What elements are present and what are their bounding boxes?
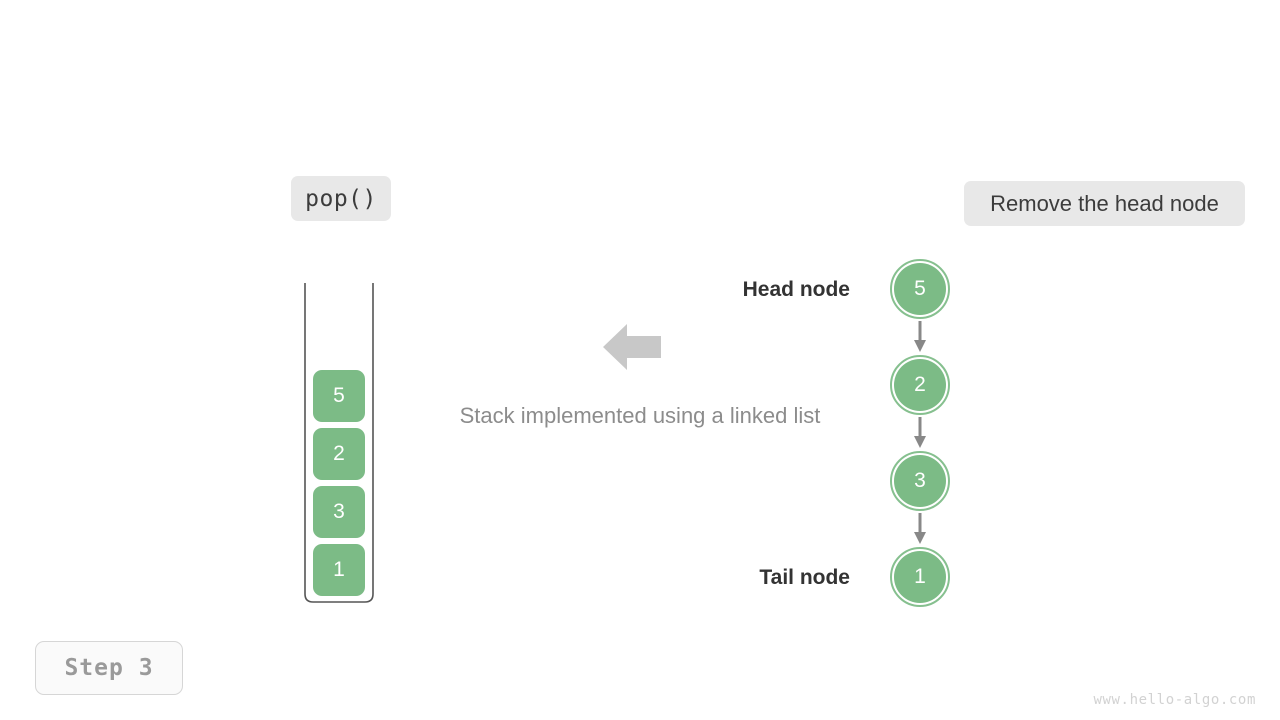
- operation-chip-label: pop(): [305, 185, 377, 212]
- stack-container-outline: [304, 283, 374, 603]
- tail-node-label: Tail node: [705, 566, 850, 590]
- stack-diagram: 5 2 3 1: [304, 283, 374, 603]
- link-arrow-icon: [914, 513, 926, 544]
- step-badge-label: Step 3: [64, 655, 154, 681]
- node-outer-ring: [890, 451, 950, 511]
- step-badge: Step 3: [35, 641, 183, 695]
- stack-cell-value: 5: [333, 384, 345, 407]
- node-value: 5: [914, 277, 926, 300]
- link-arrow-icon: [914, 417, 926, 448]
- stack-cell: 2: [313, 428, 365, 480]
- head-node-label-text: Head node: [742, 278, 850, 301]
- stack-cell-value: 2: [333, 442, 345, 465]
- stack-container-path: [304, 283, 374, 603]
- list-node: 1: [890, 547, 950, 607]
- stack-cell: 3: [313, 486, 365, 538]
- stack-cell-value: 3: [333, 500, 345, 523]
- node-value: 2: [914, 373, 926, 396]
- diagram-caption: Stack implemented using a linked list: [0, 403, 1280, 429]
- node-outer-ring: [890, 547, 950, 607]
- node-inner-fill: [894, 455, 946, 507]
- node-outer-ring: [890, 355, 950, 415]
- stack-cell: 1: [313, 544, 365, 596]
- stack-cell-list: 5 2 3 1: [313, 370, 365, 596]
- head-node-label: Head node: [695, 278, 850, 302]
- node-inner-fill: [894, 263, 946, 315]
- diagram-caption-text: Stack implemented using a linked list: [459, 403, 821, 428]
- node-inner-fill: [894, 359, 946, 411]
- stack-cell: 5: [313, 370, 365, 422]
- tail-node-label-text: Tail node: [759, 566, 850, 589]
- action-chip-label: Remove the head node: [990, 190, 1219, 216]
- stack-cell-value: 1: [333, 558, 345, 581]
- node-value: 1: [914, 565, 926, 588]
- linked-list-diagram: Head node Tail node 5 2 3 1: [743, 250, 980, 620]
- watermark: www.hello-algo.com: [1093, 692, 1256, 708]
- list-node: 3: [890, 451, 950, 511]
- watermark-text: www.hello-algo.com: [1093, 692, 1256, 708]
- list-node: 2: [890, 355, 950, 415]
- link-arrow-icon: [914, 321, 926, 352]
- action-chip: Remove the head node: [964, 181, 1245, 226]
- node-value: 3: [914, 469, 926, 492]
- node-inner-fill: [894, 551, 946, 603]
- node-outer-ring: [890, 259, 950, 319]
- list-node: 5: [890, 259, 950, 319]
- operation-chip: pop(): [291, 176, 391, 221]
- transform-arrow-left-icon: [603, 324, 661, 370]
